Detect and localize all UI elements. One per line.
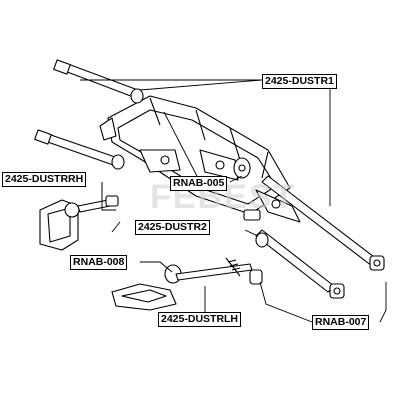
bushing-dustr2 [243,209,261,221]
arm-middle-dustr2 [34,129,345,299]
link-lh-assembly [111,257,263,311]
label-2425-dustr2: 2425-DUSTR2 [135,220,210,235]
label-rnab-005: RNAB-005 [170,176,228,191]
leader-lines [80,79,387,323]
arm-upper-dustr1 [53,59,385,271]
label-2425-dustr1: 2425-DUSTR1 [262,74,337,89]
rear-subframe [99,95,301,223]
label-2425-dustrlh: 2425-DUSTRLH [158,312,242,327]
label-rnab-008: RNAB-008 [70,255,128,270]
bushing-rnab-005 [233,157,251,179]
link-rh-assembly [39,195,119,251]
label-rnab-007: RNAB-007 [312,315,370,330]
label-2425-dustrrh: 2425-DUSTRRH [2,172,87,187]
